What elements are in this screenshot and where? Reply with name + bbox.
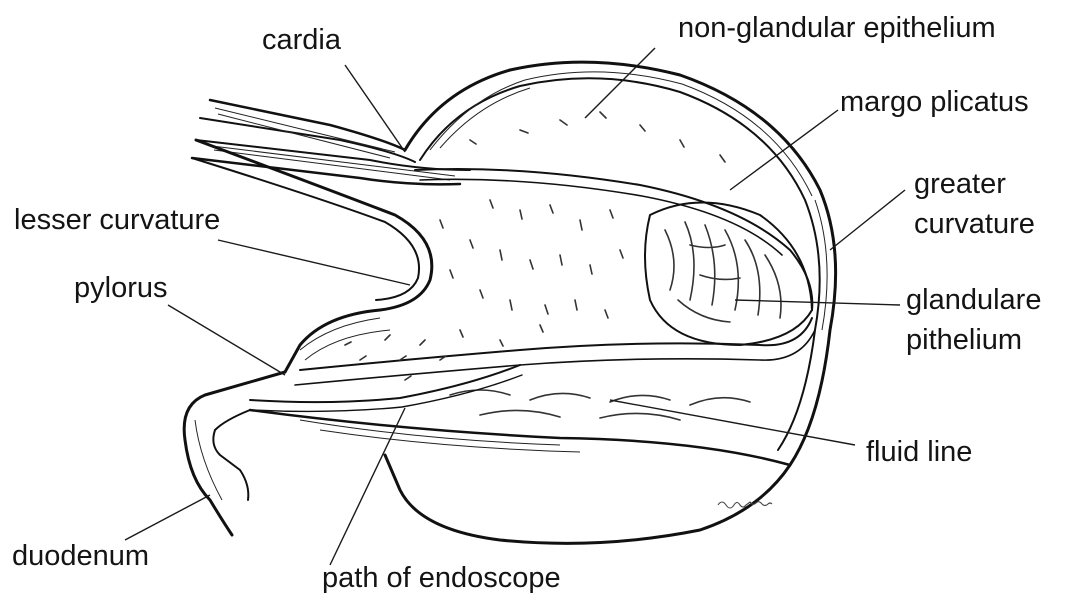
fundus-texture <box>440 112 725 346</box>
leader-greater-curvature <box>830 190 905 250</box>
artist-signature <box>718 502 772 508</box>
leader-fluid-line <box>610 400 855 445</box>
label-glandular-line1: glandulare <box>906 284 1041 316</box>
lesser-curvature <box>192 140 432 372</box>
leader-margo-plicatus <box>730 110 838 190</box>
margo-plicatus-line <box>415 169 812 310</box>
label-path-of-endoscope: path of endoscope <box>322 562 561 594</box>
leader-lesser-curvature <box>218 240 410 285</box>
stomach-outer-wall <box>385 62 836 543</box>
label-greater-curvature-line2: curvature <box>914 208 1035 240</box>
label-duodenum: duodenum <box>12 540 149 572</box>
label-cardia: cardia <box>262 24 341 56</box>
label-non-glandular-epithelium: non-glandular epithelium <box>678 12 996 44</box>
duodenum <box>184 372 285 535</box>
leader-pylorus <box>168 305 285 375</box>
endoscope-path <box>250 365 522 411</box>
label-fluid-line: fluid line <box>866 436 972 468</box>
label-glandular-line2: pithelium <box>906 324 1022 356</box>
leader-duodenum <box>125 495 210 540</box>
leader-endoscope <box>330 408 405 565</box>
label-margo-plicatus: margo plicatus <box>840 86 1029 118</box>
label-lesser-curvature: lesser curvature <box>14 204 220 236</box>
label-greater-curvature-line1: greater <box>914 168 1006 200</box>
label-pylorus: pylorus <box>74 272 168 304</box>
glandular-epithelium <box>645 203 812 346</box>
lower-wall <box>250 318 815 465</box>
